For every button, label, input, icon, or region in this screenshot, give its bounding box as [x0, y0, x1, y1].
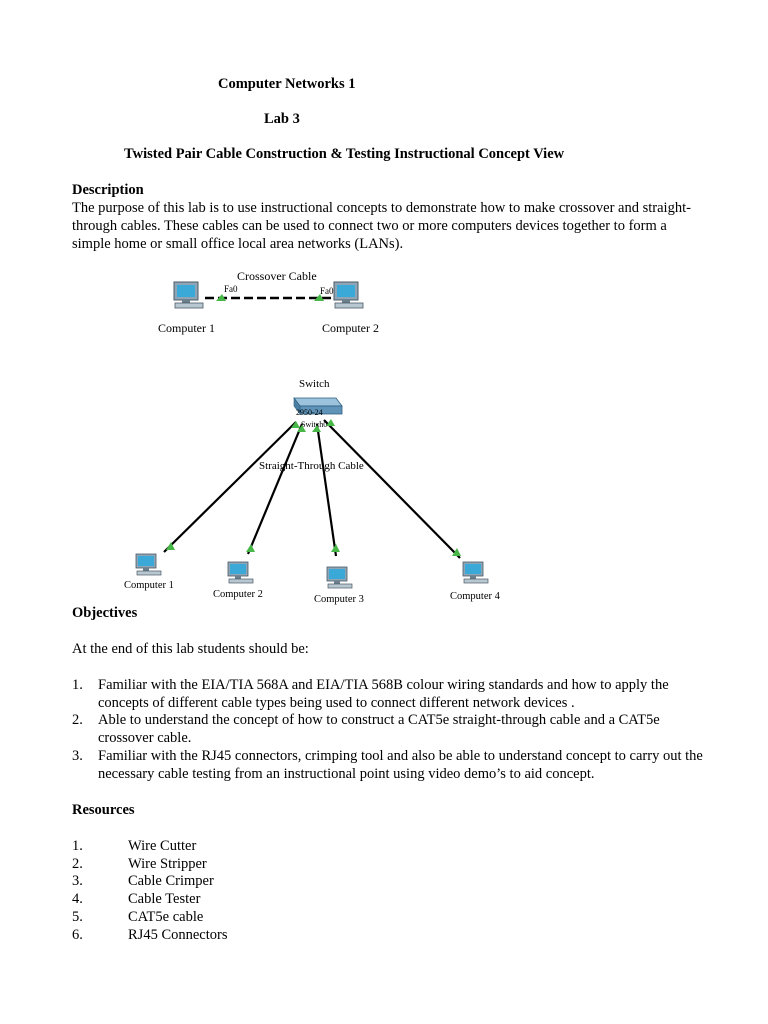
resource-text: Cable Tester — [128, 891, 201, 907]
list-number: 5. — [72, 909, 83, 925]
switch-icon — [293, 397, 343, 415]
computer-icon — [326, 566, 353, 589]
link-light — [326, 419, 335, 426]
cable-pc2 — [246, 423, 304, 555]
objective-item: 2. Able to understand the concept of how… — [72, 711, 702, 747]
objective-text: Familiar with the EIA/TIA 568A and EIA/T… — [98, 677, 669, 711]
list-number: 3. — [72, 748, 83, 764]
resources-heading: Resources — [72, 802, 135, 818]
switch-name: Switch0 — [301, 420, 327, 429]
computer-1-label: Computer 1 — [124, 580, 174, 591]
link-light — [312, 425, 321, 432]
crossover-pc1-label: Computer 1 — [158, 321, 215, 335]
switch-model: 2950-24 — [296, 408, 323, 417]
crossover-diagram: Crossover Cable Fa0 Fa0 Computer 1 Compu… — [158, 269, 379, 335]
link-light — [291, 421, 300, 428]
objective-item: 3. Familiar with the RJ45 connectors, cr… — [72, 747, 703, 783]
link-light — [246, 544, 255, 552]
resource-text: RJ45 Connectors — [128, 927, 228, 943]
resource-text: CAT5e cable — [128, 909, 204, 925]
objective-item: 1. Familiar with the EIA/TIA 568A and EI… — [72, 676, 702, 712]
objective-text: Able to understand the concept of how to… — [98, 712, 660, 746]
list-number: 2. — [72, 712, 83, 728]
list-number: 1. — [72, 838, 83, 854]
crossover-pc2-label: Computer 2 — [322, 321, 379, 335]
computer-icon — [173, 281, 204, 309]
resource-text: Wire Stripper — [128, 856, 207, 872]
link-light-right — [314, 294, 324, 301]
link-light-left — [216, 294, 226, 301]
cable-pc1 — [163, 421, 297, 553]
description-text: The purpose of this lab is to use instru… — [72, 200, 691, 252]
port-label-right: Fa0 — [320, 286, 334, 296]
objective-text: Familiar with the RJ45 connectors, crimp… — [98, 748, 703, 782]
list-number: 6. — [72, 927, 83, 943]
cable-pc4 — [323, 419, 461, 559]
objectives-heading: Objectives — [72, 605, 138, 621]
straight-through-diagram: Switch 2950-24 Switch0 Straight-Through … — [124, 378, 501, 605]
resource-text: Cable Crimper — [128, 873, 214, 889]
computer-3-label: Computer 3 — [314, 594, 364, 605]
computer-4-label: Computer 4 — [450, 591, 501, 602]
list-number: 1. — [72, 677, 83, 693]
link-light — [452, 548, 461, 556]
resource-text: Wire Cutter — [128, 838, 197, 854]
link-light — [166, 542, 175, 550]
course-title: Computer Networks 1 — [218, 76, 356, 92]
straight-cable-label: Straight-Through Cable — [259, 460, 364, 472]
computer-icon — [333, 281, 364, 309]
list-number: 2. — [72, 856, 83, 872]
computer-2-label: Computer 2 — [213, 589, 263, 600]
link-light — [331, 544, 340, 552]
computer-icon — [135, 553, 162, 576]
crossover-cable-label: Crossover Cable — [237, 269, 317, 283]
list-number: 4. — [72, 891, 83, 907]
description-heading: Description — [72, 182, 144, 198]
cable-pc3 — [315, 423, 338, 557]
list-number: 3. — [72, 873, 83, 889]
switch-label: Switch — [299, 378, 330, 390]
lab-number: Lab 3 — [264, 111, 300, 127]
objectives-intro: At the end of this lab students should b… — [72, 641, 309, 657]
document-title: Twisted Pair Cable Construction & Testin… — [124, 146, 565, 162]
port-label-left: Fa0 — [224, 284, 238, 294]
computer-icon — [462, 561, 489, 584]
computer-icon — [227, 561, 254, 584]
link-light — [297, 425, 306, 432]
